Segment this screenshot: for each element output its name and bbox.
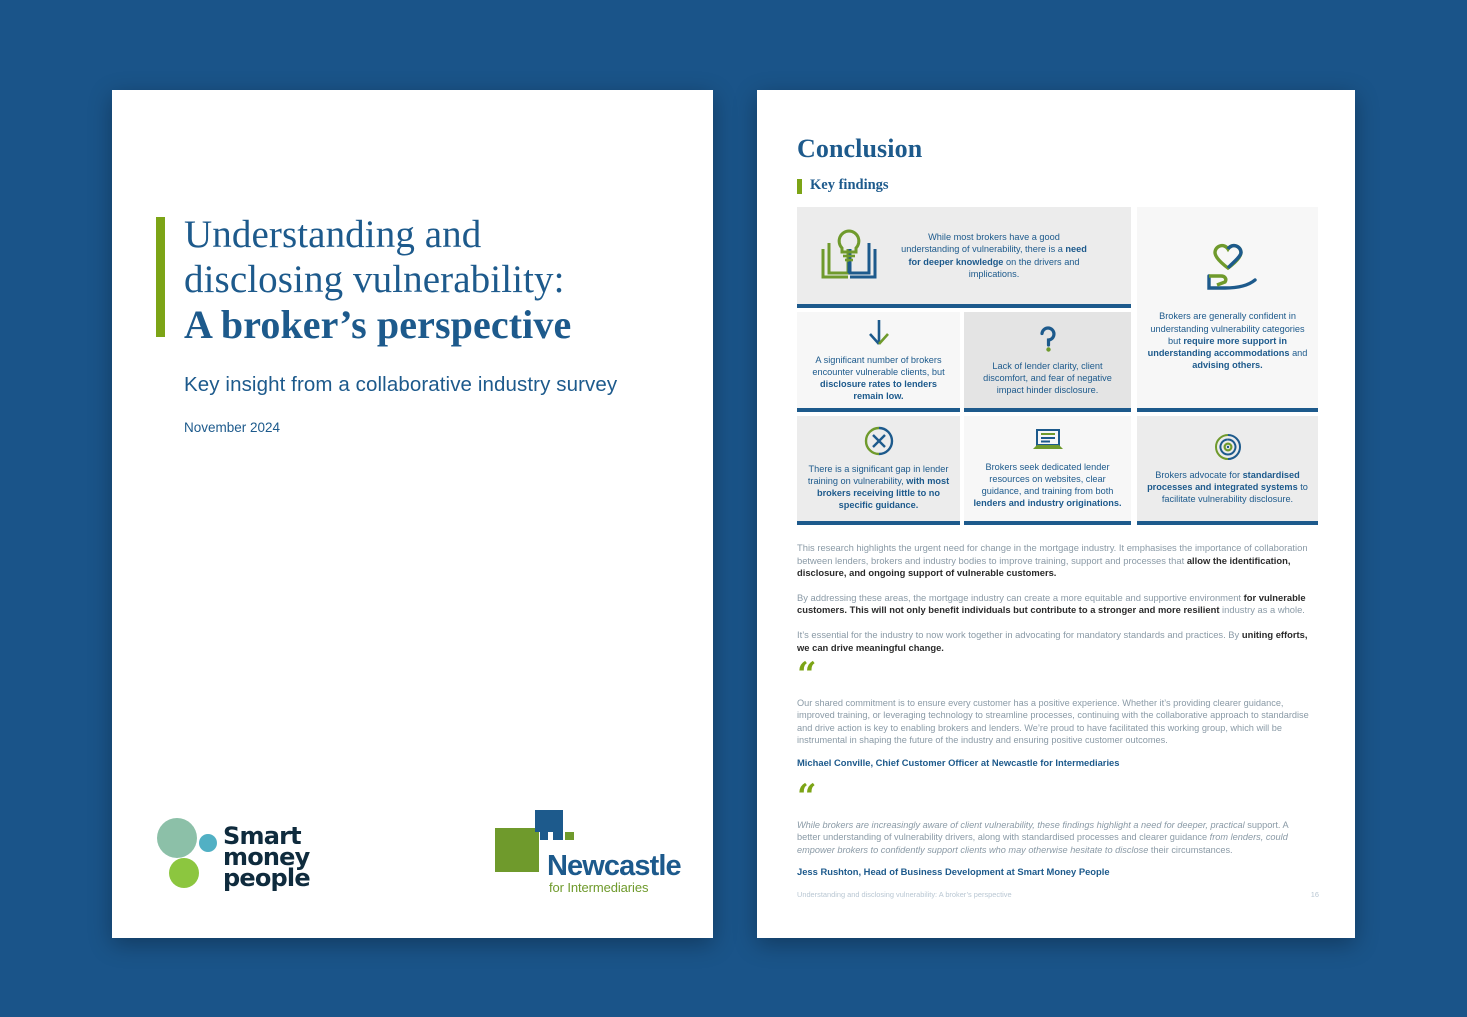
conclusion-paragraph: It’s essential for the industry to now w… (797, 628, 1308, 653)
question-mark-icon (1033, 324, 1063, 360)
newcastle-tagline: for Intermediaries (549, 880, 649, 895)
down-arrow-icon (864, 318, 894, 354)
gear-target-icon (1213, 432, 1243, 469)
quote-mark-icon: “ (797, 777, 817, 817)
cover-title-line-1: Understanding and (184, 213, 482, 256)
finding-text-knowledge: While most brokers have a good understan… (901, 232, 1087, 279)
laptop-icon (1031, 428, 1065, 461)
page-footer: Understanding and disclosing vulnerabili… (797, 890, 1319, 899)
finding-card-standards: Brokers advocate for standardised proces… (1137, 416, 1318, 525)
smp-word-line-3: people (223, 864, 311, 892)
finding-text-training: There is a significant gap in lender tra… (807, 463, 950, 511)
conclusion-paragraph: By addressing these areas, the mortgage … (797, 591, 1306, 616)
finding-text-standards: Brokers advocate for standardised proces… (1147, 469, 1308, 505)
book-lightbulb-icon (821, 227, 877, 284)
cover-title-line-3: A broker’s perspective (184, 302, 572, 347)
newcastle-wordmark: Newcastle (547, 850, 682, 882)
section-accent-rule (797, 179, 802, 194)
quote-text: While brokers are increasingly aware of … (797, 820, 1289, 855)
circle-x-icon (864, 426, 894, 463)
quote-text: Our shared commitment is to ensure every… (797, 698, 1309, 746)
finding-card-confidence: Brokers are generally confident in under… (1137, 207, 1318, 412)
finding-card-disclosure: A significant number of brokers encounte… (797, 312, 960, 412)
title-accent-rule (156, 217, 165, 337)
finding-text-confidence: Brokers are generally confident in under… (1147, 311, 1308, 371)
finding-text-barriers: Lack of lender clarity, client discomfor… (983, 360, 1112, 396)
section-heading: Key findings (797, 177, 889, 194)
smp-word-line-1: Smart (223, 822, 302, 850)
quote-attribution: Michael Conville, Chief Customer Officer… (797, 756, 1120, 768)
conclusion-paragraph: This research highlights the urgent need… (797, 542, 1308, 579)
newcastle-logo: Newcastle for Intermediaries (495, 810, 682, 902)
quote-block-conville: “ Our shared commitment is to ensure eve… (797, 655, 1309, 768)
finding-card-resources: Brokers seek dedicated lender resources … (964, 416, 1131, 525)
finding-text-resources: Brokers seek dedicated lender resources … (973, 461, 1122, 509)
cover-date: November 2024 (184, 420, 281, 435)
cover-logo-row: Smart money people Newcastle for Interm (112, 808, 713, 918)
page-title: Conclusion (797, 134, 923, 163)
heart-in-hand-icon (1195, 243, 1261, 310)
quote-attribution: Jess Rushton, Head of Business Developme… (797, 866, 1110, 878)
key-findings-grid: While most brokers have a good understan… (797, 207, 1318, 525)
cover-title-block: Understanding and disclosing vulnerabili… (156, 212, 673, 347)
quote-block-rushton: “ While brokers are increasingly aware o… (797, 777, 1309, 878)
section-heading-label: Key findings (810, 177, 889, 193)
cover-title-line-2: disclosing vulnerability: (184, 258, 565, 301)
smp-wordmark: Smart money people (223, 822, 311, 892)
smart-money-people-logo: Smart money people (155, 818, 370, 896)
cover-page: Understanding and disclosing vulnerabili… (112, 90, 713, 938)
smp-dots-icon (157, 818, 217, 888)
conclusion-body: This research highlights the urgent need… (797, 542, 1309, 666)
footer-page-number: 16 (1310, 890, 1319, 899)
finding-card-training: There is a significant gap in lender tra… (797, 416, 960, 525)
finding-card-barriers: Lack of lender clarity, client discomfor… (964, 312, 1131, 412)
conclusion-page: Conclusion Key findings (757, 90, 1355, 938)
footer-document-title: Understanding and disclosing vulnerabili… (797, 890, 1012, 899)
cover-subtitle: Key insight from a collaborative industr… (184, 373, 618, 396)
smp-word-line-2: money (223, 843, 310, 871)
finding-card-knowledge: While most brokers have a good understan… (797, 207, 1131, 308)
finding-text-disclosure: A significant number of brokers encounte… (812, 354, 945, 402)
newcastle-mark-icon (495, 810, 574, 872)
quote-mark-icon: “ (797, 655, 817, 695)
